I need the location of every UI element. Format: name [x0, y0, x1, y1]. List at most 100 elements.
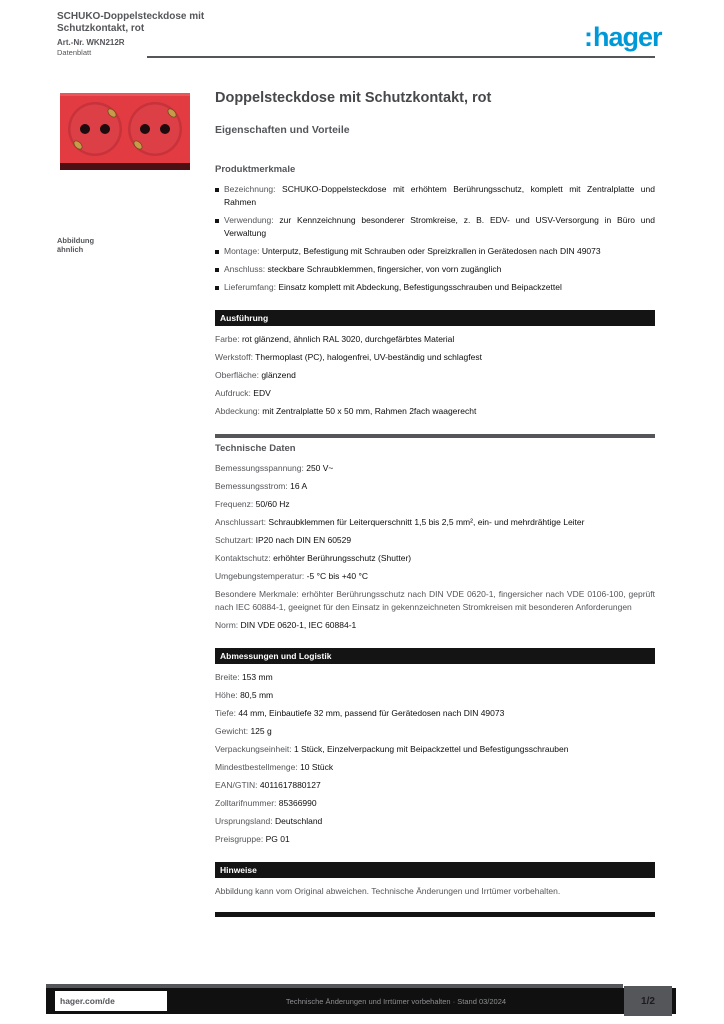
attribute-value: Einsatz komplett mit Abdeckung, Befestig… [278, 282, 562, 292]
attribute-label: Gewicht: [215, 726, 249, 736]
section-header: Abmessungen und Logistik [215, 648, 655, 664]
attribute-value: 125 g [250, 726, 272, 736]
attribute-label: Aufdruck: [215, 388, 251, 398]
attribute-row: Besondere Merkmale: erhöhter Berührungss… [215, 588, 655, 614]
attribute-row: Norm: DIN VDE 0620-1, IEC 60884-1 [215, 619, 655, 632]
attribute-value: -5 °C bis +40 °C [306, 571, 369, 581]
attribute-value: Schraubklemmen für Leiterquerschnitt 1,5… [268, 517, 585, 527]
attribute-value: Deutschland [275, 816, 323, 826]
attribute-row: Breite: 153 mm [215, 671, 655, 684]
attribute-label: Schutzart: [215, 535, 254, 545]
image-caption-line1: Abbildung [57, 236, 95, 245]
section-rows: Abbildung kann vom Original abweichen. T… [215, 885, 655, 898]
socket-left [68, 102, 122, 156]
doc-title-line2: Schutzkontakt, rot [57, 23, 145, 34]
attribute-label: Farbe: [215, 334, 240, 344]
attribute-value: EDV [253, 388, 271, 398]
attribute-label: Frequenz: [215, 499, 254, 509]
attribute-value: Unterputz, Befestigung mit Schrauben ode… [261, 246, 601, 256]
attribute-value: steckbare Schraubklemmen, fingersicher, … [267, 264, 502, 274]
attribute-label: Lieferumfang: [224, 282, 276, 292]
attribute-label: Kontaktschutz: [215, 553, 271, 563]
attribute-row: Verwendung: zur Kennzeichnung besonderer… [215, 214, 655, 240]
attribute-value: 1 Stück, Einzelverpackung mit Beipackzet… [293, 744, 569, 754]
attribute-value: 10 Stück [300, 762, 334, 772]
attribute-value: erhöhter Berührungsschutz (Shutter) [273, 553, 412, 563]
attribute-label: Bezeichnung: [224, 184, 276, 194]
attribute-label: Montage: [224, 246, 260, 256]
page-number-badge: 1/2 [624, 986, 672, 1016]
attribute-row: Mindestbestellmenge: 10 Stück [215, 761, 655, 774]
attribute-row: Preisgruppe: PG 01 [215, 833, 655, 846]
attribute-row: Frequenz: 50/60 Hz [215, 498, 655, 511]
attribute-row: Umgebungstemperatur: -5 °C bis +40 °C [215, 570, 655, 583]
attribute-label: Höhe: [215, 690, 238, 700]
attribute-label: Norm: [215, 620, 239, 630]
attribute-label: Verwendung: [224, 215, 274, 225]
attribute-row: Zolltarifnummer: 85366990 [215, 797, 655, 810]
attribute-row: Anschlussart: Schraubklemmen für Leiterq… [215, 516, 655, 529]
attribute-row: Oberfläche: glänzend [215, 369, 655, 382]
attributes-section: Hinweise Abbildung kann vom Original abw… [215, 862, 655, 917]
footer-accent-line [46, 984, 623, 988]
attributes-section: Produktmerkmale Bezeichnung: SCHUKO-Dopp… [215, 164, 655, 294]
attribute-value: PG 01 [265, 834, 290, 844]
logo-colon: : [584, 22, 593, 52]
attribute-row: Abbildung kann vom Original abweichen. T… [215, 885, 655, 898]
image-caption: Abbildung ähnlich [57, 236, 137, 254]
product-image [60, 93, 190, 170]
section-rows: Bemessungsspannung: 250 V~ Bemessungsstr… [215, 462, 655, 632]
attribute-label: Umgebungstemperatur: [215, 571, 305, 581]
attribute-label: Ursprungsland: [215, 816, 273, 826]
attribute-row: Schutzart: IP20 nach DIN EN 60529 [215, 534, 655, 547]
attribute-value: 85366990 [278, 798, 317, 808]
attribute-value: zur Kennzeichnung besonderer Stromkreise… [224, 215, 655, 238]
attribute-value: erhöhter Berührungsschutz nach DIN VDE 0… [215, 589, 655, 612]
socket-right [128, 102, 182, 156]
attribute-row: Bezeichnung: SCHUKO-Doppelsteckdose mit … [215, 183, 655, 209]
attribute-row: Bemessungsspannung: 250 V~ [215, 462, 655, 475]
socket-illustration [60, 93, 190, 170]
doc-subline: Datenblatt [57, 48, 92, 57]
attribute-value: SCHUKO-Doppelsteckdose mit erhöhtem Berü… [224, 184, 655, 207]
attribute-value: 153 mm [241, 672, 273, 682]
attribute-row: Höhe: 80,5 mm [215, 689, 655, 702]
section-header: Produktmerkmale [215, 164, 296, 175]
footer-site-link[interactable]: hager.com/de [60, 996, 115, 1006]
attribute-label: Mindestbestellmenge: [215, 762, 298, 772]
image-caption-line2: ähnlich [57, 245, 84, 254]
attribute-row: Farbe: rot glänzend, ähnlich RAL 3020, d… [215, 333, 655, 346]
attribute-row: Ursprungsland: Deutschland [215, 815, 655, 828]
footer-notice: Technische Änderungen und Irrtümer vorbe… [285, 996, 507, 1006]
attribute-row: Tiefe: 44 mm, Einbautiefe 32 mm, passend… [215, 707, 655, 720]
attribute-label: Anschlussart: [215, 517, 267, 527]
page-title: Doppelsteckdose mit Schutzkontakt, rot [215, 90, 492, 106]
attribute-value: DIN VDE 0620-1, IEC 60884-1 [240, 620, 357, 630]
attribute-value: IP20 nach DIN EN 60529 [255, 535, 352, 545]
attribute-row: Bemessungsstrom: 16 A [215, 480, 655, 493]
footer-site-box: hager.com/de [55, 991, 167, 1011]
attribute-row: Abdeckung: mit Zentralplatte 50 x 50 mm,… [215, 405, 655, 418]
attribute-value: Thermoplast (PC), halogenfrei, UV-bestän… [255, 352, 482, 362]
attribute-label: Verpackungseinheit: [215, 744, 292, 754]
attribute-row: Aufdruck: EDV [215, 387, 655, 400]
article-reference: Art.-Nr. WKN212R [57, 38, 125, 47]
hager-logo: :hager [584, 22, 663, 52]
attributes-list: Produktmerkmale Bezeichnung: SCHUKO-Dopp… [215, 164, 655, 933]
header-divider [147, 56, 655, 58]
page-subtitle: Eigenschaften und Vorteile [215, 124, 350, 136]
document-header: SCHUKO-Doppelsteckdose mit Schutzkontakt… [57, 11, 227, 57]
section-rows: Breite: 153 mm Höhe: 80,5 mm Tiefe: 44 m… [215, 671, 655, 846]
logo-text: hager [593, 22, 663, 52]
attribute-label: Werkstoff: [215, 352, 253, 362]
attribute-row: Lieferumfang: Einsatz komplett mit Abdec… [215, 281, 655, 294]
attribute-value: 80,5 mm [240, 690, 274, 700]
attribute-value: 4011617880127 [259, 780, 321, 790]
attribute-label: Oberfläche: [215, 370, 259, 380]
attribute-value: 16 A [290, 481, 308, 491]
attribute-label: Preisgruppe: [215, 834, 264, 844]
attribute-label: Breite: [215, 672, 240, 682]
attribute-value: mit Zentralplatte 50 x 50 mm, Rahmen 2fa… [262, 406, 477, 416]
attribute-label: Bemessungsspannung: [215, 463, 304, 473]
section-header: Hinweise [215, 862, 655, 878]
